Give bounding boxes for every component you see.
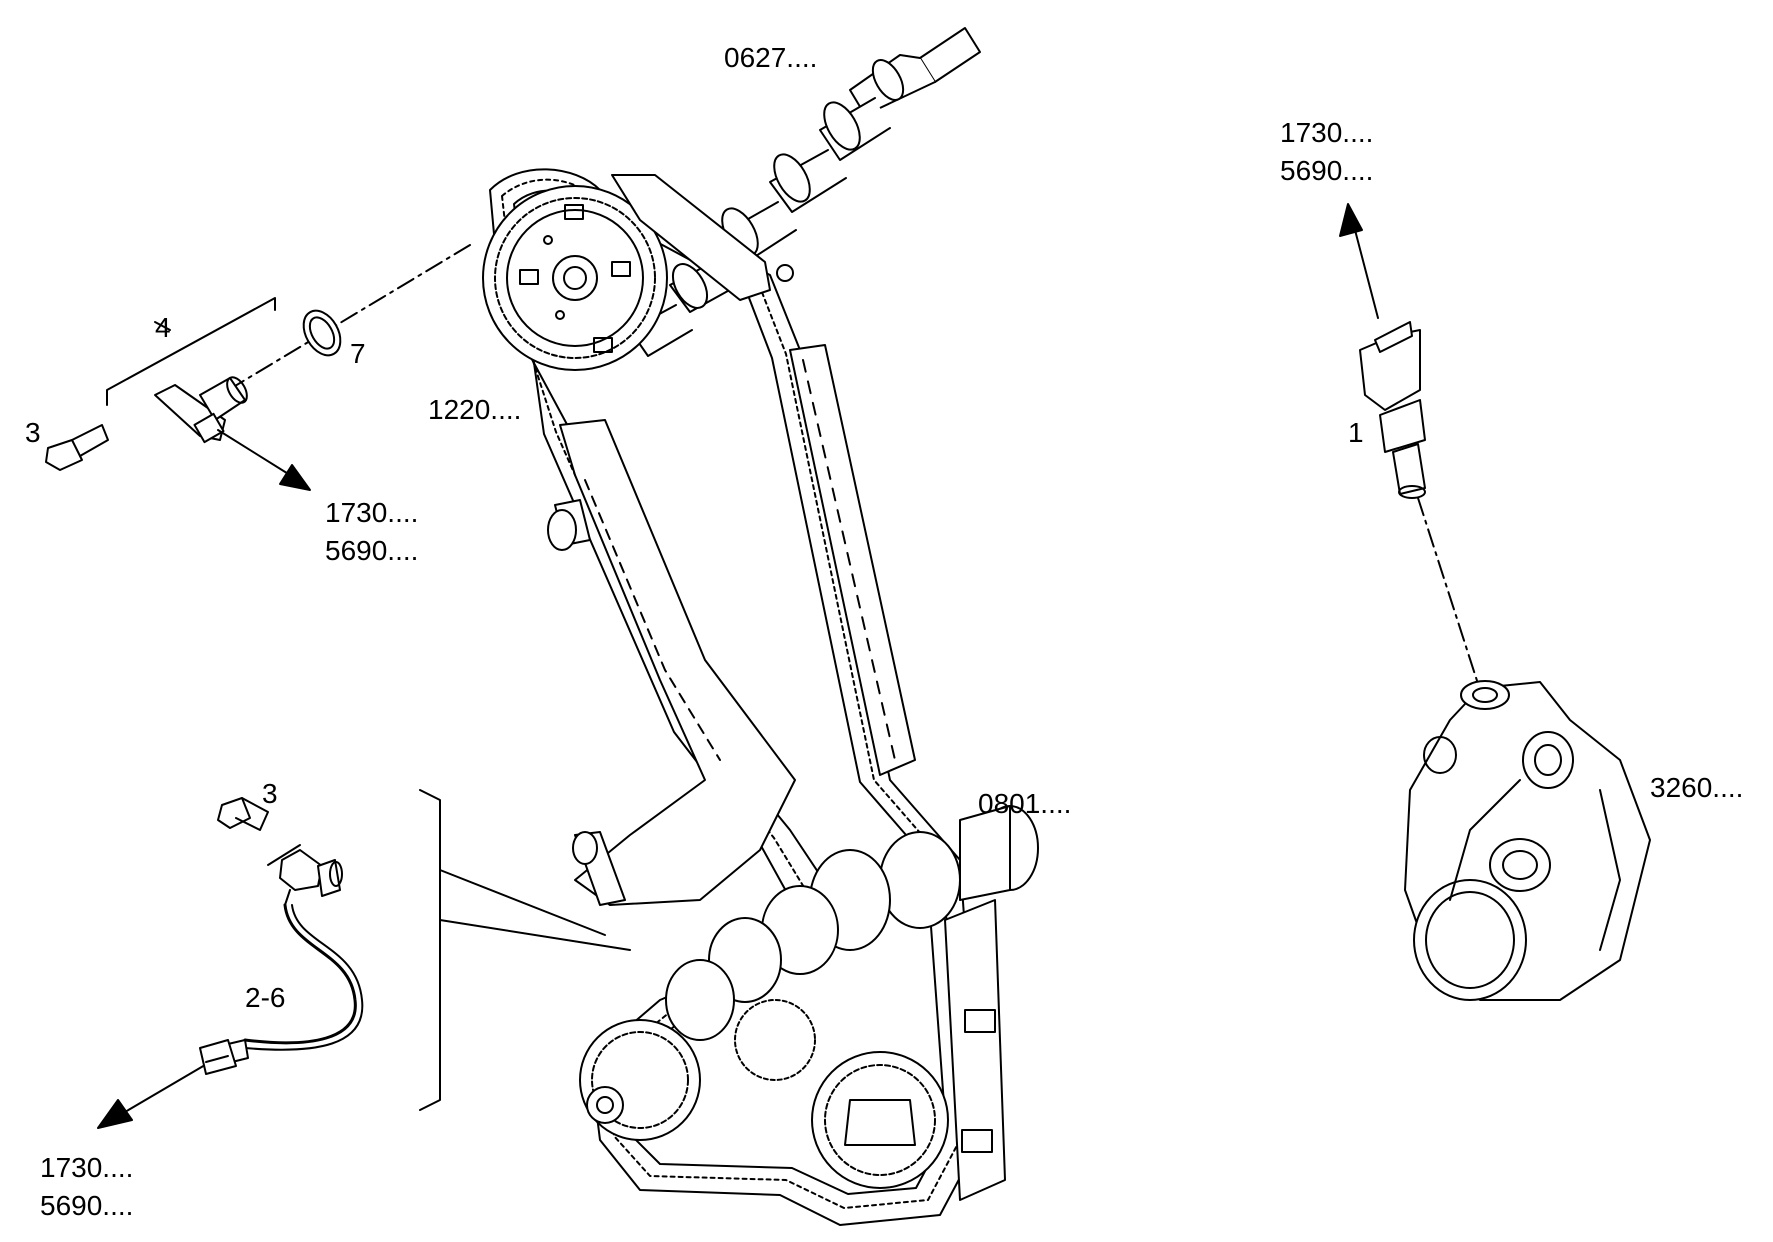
label-sensor-assembly: 4 — [155, 312, 171, 343]
label-temp-sensor: 1 — [1348, 417, 1364, 448]
o-ring — [302, 309, 342, 357]
cam-sprocket — [482, 185, 668, 371]
label-bolt-top: 3 — [25, 417, 41, 448]
crankshaft — [579, 805, 1039, 1189]
harness-connector — [199, 1039, 249, 1075]
sensor-wire-outline — [244, 904, 364, 1051]
arrow-cam-sensor — [217, 429, 311, 491]
center-line-cam — [214, 244, 471, 399]
label-harness-ref-a: 1730.... — [40, 1152, 134, 1183]
label-housing-ref: 3260.... — [1650, 772, 1744, 803]
bolt-top-left — [45, 424, 109, 471]
arrow-harness — [97, 1064, 206, 1129]
camshaft — [629, 27, 981, 357]
label-harness-ref-b: 5690.... — [40, 1190, 134, 1221]
chain-guide-left — [547, 419, 796, 906]
label-harness-sensor: 2-6 — [245, 982, 286, 1013]
label-bolt-bottom: 3 — [262, 778, 278, 809]
center-line-temp — [1417, 497, 1481, 691]
sensor-group-bracket — [106, 297, 276, 406]
label-cam-sensor-ref-a: 1730.... — [325, 497, 419, 528]
label-camshaft: 0627.... — [724, 42, 818, 73]
label-cam-sensor-ref-b: 5690.... — [325, 535, 419, 566]
crank-sensor — [267, 844, 343, 906]
bolt-bottom — [217, 797, 269, 831]
label-temp-sensor-ref-a: 1730.... — [1280, 117, 1374, 148]
temperature-sensor — [1359, 321, 1426, 499]
callout-bracket — [419, 789, 631, 1111]
thermostat-housing — [1404, 680, 1651, 1001]
cam-sensor — [154, 376, 248, 444]
sensor-wire — [243, 903, 357, 1045]
arrow-temp-sensor — [1339, 203, 1379, 319]
label-chain-ref: 1220.... — [428, 394, 522, 425]
label-o-ring: 7 — [350, 338, 366, 369]
oil-pump-housing — [944, 899, 1006, 1201]
chain-guide-right — [611, 174, 916, 776]
label-crankcase-ref: 0801.... — [978, 788, 1072, 819]
label-temp-sensor-ref-b: 5690.... — [1280, 155, 1374, 186]
